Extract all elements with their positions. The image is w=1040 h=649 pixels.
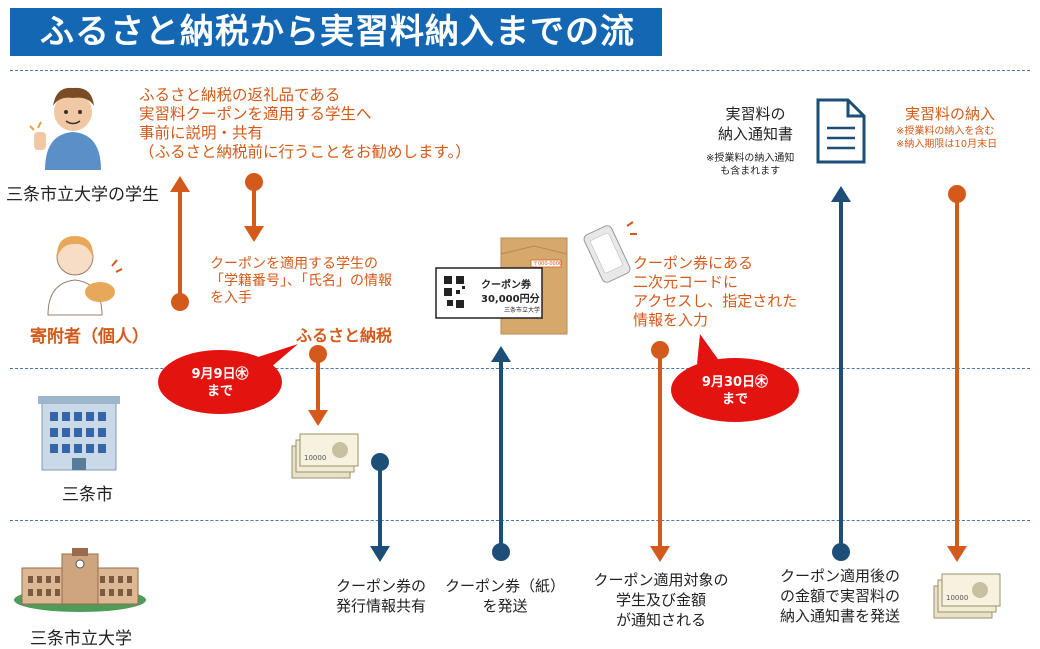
deadline-bubble-second: [671, 334, 799, 422]
arrow-student-to-donor: [244, 173, 264, 242]
note-notice-detail: ※授業料の納入通知 も含まれます: [706, 153, 795, 177]
arrow-donor-to-city: [308, 345, 328, 426]
arrow-donor-to-university: [650, 341, 670, 562]
arrow-student-to-university: [947, 185, 967, 562]
coupon-card-icon: [435, 267, 543, 319]
note-payment: 実習料の納入: [905, 105, 996, 123]
lane-separator: [10, 520, 1030, 521]
lane-separator: [10, 70, 1030, 71]
city-building-icon: [38, 396, 120, 471]
envelope-stamp: 〒000-0000: [533, 261, 563, 267]
actor-student-label: 三条市立大学の学生: [6, 185, 159, 205]
actor-donor-label: 寄附者（個人）: [30, 327, 149, 347]
arrow-university-to-donor: [491, 346, 511, 561]
actor-university-label: 三条市立大学: [30, 629, 132, 649]
step-send-coupon: クーポン券（紙） を発送: [444, 577, 565, 615]
money-stack-icon: [933, 573, 1001, 619]
step-share-info: クーポン券の 発行情報共有: [335, 577, 426, 615]
note-access-code: クーポン券にある 二次元コードに アクセスし、指定された 情報を入力: [633, 254, 798, 329]
note-payment-detail: ※授業料の納入を含む ※納入期限は10月末日: [896, 126, 998, 150]
coupon-issuer: 三条市立大学: [504, 307, 541, 314]
step-notify: クーポン適用対象の 学生及び金額 が通知される: [593, 571, 729, 629]
arrow-city-to-university: [370, 453, 390, 562]
document-icon: [816, 98, 866, 164]
step-send-notice: クーポン適用後の の金額で実習料の 納入通知書を発送: [779, 567, 900, 625]
arrow-donor-to-student: [170, 176, 190, 311]
university-building-icon: [14, 548, 146, 612]
donor-avatar-icon: [47, 236, 123, 316]
smartphone-icon: [583, 221, 637, 283]
money-bill-label: 10000: [304, 454, 327, 462]
deadline-second-text: 9月30日㊍ まで: [701, 375, 769, 407]
coupon-amount: 30,000円分: [481, 294, 540, 305]
coupon-label: クーポン券: [481, 280, 531, 291]
note-explain: ふるさと納税の返礼品である 実習料クーポンを適用する学生へ 事前に説明・共有 （…: [139, 86, 471, 161]
page-title: ふるさと納税から実習料納入までの流れ: [10, 8, 662, 100]
deadline-first-text: 9月9日㊍ まで: [191, 367, 249, 399]
money-stack-icon: [291, 433, 359, 479]
note-obtain-info: クーポンを適用する学生の 「学籍番号」、「氏名」の情報 を入手: [210, 256, 392, 306]
money-bill-label: 10000: [946, 594, 969, 602]
arrow-university-to-student: [831, 186, 851, 561]
note-notice-document: 実習料の 納入通知書: [718, 105, 794, 143]
student-avatar-icon: [29, 87, 101, 170]
lane-separator: [10, 368, 1030, 369]
actor-city-label: 三条市: [62, 485, 113, 505]
deadline-bubble-first: [158, 344, 298, 414]
note-furusato: ふるさと納税: [296, 326, 393, 345]
